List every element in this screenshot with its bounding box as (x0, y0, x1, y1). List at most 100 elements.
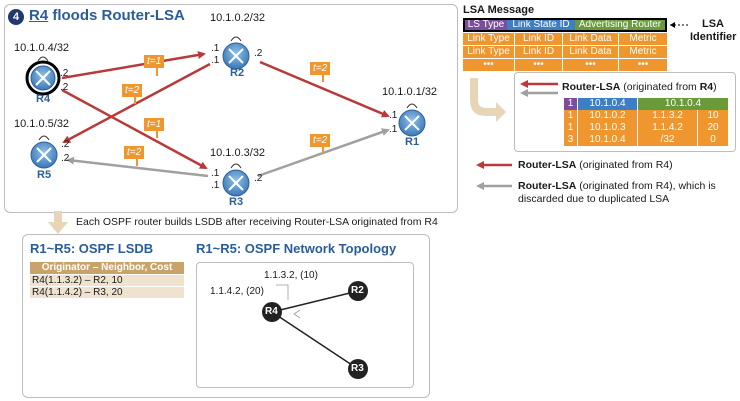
router-lsa-cell: 10.1.0.3 (578, 122, 638, 134)
lsa-arrow-r2-r1 (259, 60, 390, 118)
router-r1-icon (398, 103, 426, 137)
legend-gray-text: Router-LSA (originated from R4), which i… (518, 180, 716, 192)
lsa-row-cell: Link ID (515, 46, 563, 58)
lsa-row-cell: ••• (619, 59, 667, 71)
router-r5-icon (30, 135, 58, 169)
router-lsa-cell: 0 (698, 134, 728, 146)
router-lsa-header-cell: 10.1.0.4 (578, 98, 638, 110)
time-tag: t=2 (122, 84, 143, 97)
router-r4-ip: 10.1.0.4/32 (14, 42, 70, 54)
port-label: .1 (211, 168, 220, 179)
router-r2-label: R2 (230, 67, 245, 79)
lsdb-title: R1~R5: OSPF LSDB (30, 241, 154, 256)
router-lsa-cell: 1.1.4.2 (638, 122, 698, 134)
router-lsa-title-end: ) (713, 81, 717, 93)
time-tag: t=1 (144, 118, 165, 131)
lsdb-row: R4(1.1.3.2) – R2, 10 (30, 275, 184, 286)
port-label: .1 (389, 124, 398, 135)
caption-text: Each OSPF router builds LSDB after recei… (76, 216, 438, 228)
page-title: R4 floods Router-LSA (29, 7, 185, 24)
port-label: .2 (60, 68, 69, 79)
router-r3-label: R3 (229, 196, 244, 208)
time-tag: t=1 (144, 55, 165, 68)
router-lsa-title-router: R4 (699, 81, 714, 93)
router-r4-label: R4 (36, 93, 51, 105)
router-r1-label: R1 (405, 136, 420, 148)
port-label: .2 (61, 153, 70, 164)
router-r3-ip: 10.1.0.3/32 (210, 147, 266, 159)
time-tag: t=2 (310, 134, 331, 147)
legend-gray-line2: discarded due to duplicated LSA (518, 193, 670, 205)
router-lsa-title-rest: (originated from (620, 81, 700, 93)
topology-node-r2-label: R2 (351, 285, 364, 296)
topology-edge-r4-r3 (271, 311, 359, 370)
lsa-row-cell: Link Type (463, 46, 515, 58)
lsa-header-cell: Advertising Router (575, 20, 665, 30)
router-lsa-cell: 20 (698, 122, 728, 134)
router-lsa-title-bold: Router-LSA (562, 81, 621, 93)
legend-gray-rest: (originated from R4), which is (576, 180, 716, 192)
router-r2-icon (222, 36, 250, 70)
port-label: .1 (211, 180, 220, 191)
router-lsa-table: 1 10.1.0.4 10.1.0.4 1 10.1.0.2 1.1.3.2 1… (564, 98, 728, 148)
port-label: .1 (211, 43, 220, 54)
port-label: .1 (389, 110, 398, 121)
topology-node-r3 (348, 359, 368, 379)
router-lsa-cell: 10.1.0.4 (578, 134, 638, 146)
topology-box (196, 262, 414, 388)
port-label: .2 (254, 173, 263, 184)
port-label: .2 (60, 82, 69, 93)
lsa-row-cell: Link Data (563, 33, 619, 45)
lsa-header-cell: LS Type (465, 20, 507, 30)
router-lsa-header-cell: 1 (564, 98, 578, 110)
router-lsa-cell: 3 (564, 134, 578, 146)
lsa-row-cell: Link ID (515, 33, 563, 45)
topology-node-r2 (348, 281, 368, 301)
lsa-arrow-r3-r5 (66, 156, 209, 178)
title-rest: floods Router-LSA (48, 7, 185, 24)
router-r3-icon (222, 163, 250, 197)
lsdb-header: Originator – Neighbor, Cost (30, 262, 184, 274)
legend-red-bold: Router-LSA (518, 159, 577, 171)
lsa-row-cell: Metric (619, 33, 667, 45)
lsa-row-cell: Link Data (563, 46, 619, 58)
step-badge: 4 (8, 9, 24, 25)
router-lsa-cell: 10 (698, 110, 728, 122)
topology-node-r4-label: R4 (265, 306, 278, 317)
lsa-arrow-r4-r3 (61, 88, 208, 170)
router-r5-ip: 10.1.0.5/32 (14, 118, 70, 130)
lsa-row-cell: ••• (463, 59, 515, 71)
lsa-row-cell: ••• (515, 59, 563, 71)
lsa-row-cell: ••• (563, 59, 619, 71)
topology-node-r3-label: R3 (351, 363, 364, 374)
topology-edge-label-r2: 1.1.3.2, (10) (264, 270, 318, 281)
lsa-row-cell: Metric (619, 46, 667, 58)
topology-title: R1~R5: OSPF Network Topology (196, 241, 397, 256)
time-tag: t=2 (310, 62, 331, 75)
router-lsa-header-cell: 10.1.0.4 (638, 98, 728, 110)
lsa-arrow-r4-r2 (61, 51, 206, 80)
legend-red-rest: (originated from R4) (576, 159, 673, 171)
router-lsa-cell: 1 (564, 122, 578, 134)
router-lsa-cell: /32 (638, 134, 698, 146)
topology-edge-label-r3: 1.1.4.2, (20) (210, 286, 264, 297)
title-router: R4 (29, 7, 49, 24)
router-r5-label: R5 (37, 169, 52, 181)
router-lsa-cell: 1.1.3.2 (638, 110, 698, 122)
time-tag: t=2 (124, 146, 145, 159)
topology-edge-r4-r2 (271, 290, 359, 313)
lsdb-table: Originator – Neighbor, Cost R4(1.1.3.2) … (30, 262, 184, 298)
router-lsa-title: Router-LSA (originated from R4) (562, 81, 717, 93)
lsa-identifier-label: LSA Identifier (690, 18, 737, 43)
lsa-message-title: LSA Message (463, 4, 535, 16)
legend-red-text: Router-LSA (originated from R4) (518, 159, 673, 171)
lsa-message-table: LS Type Link State ID Advertising Router… (463, 18, 667, 71)
legend-gray-bold: Router-LSA (518, 180, 577, 192)
